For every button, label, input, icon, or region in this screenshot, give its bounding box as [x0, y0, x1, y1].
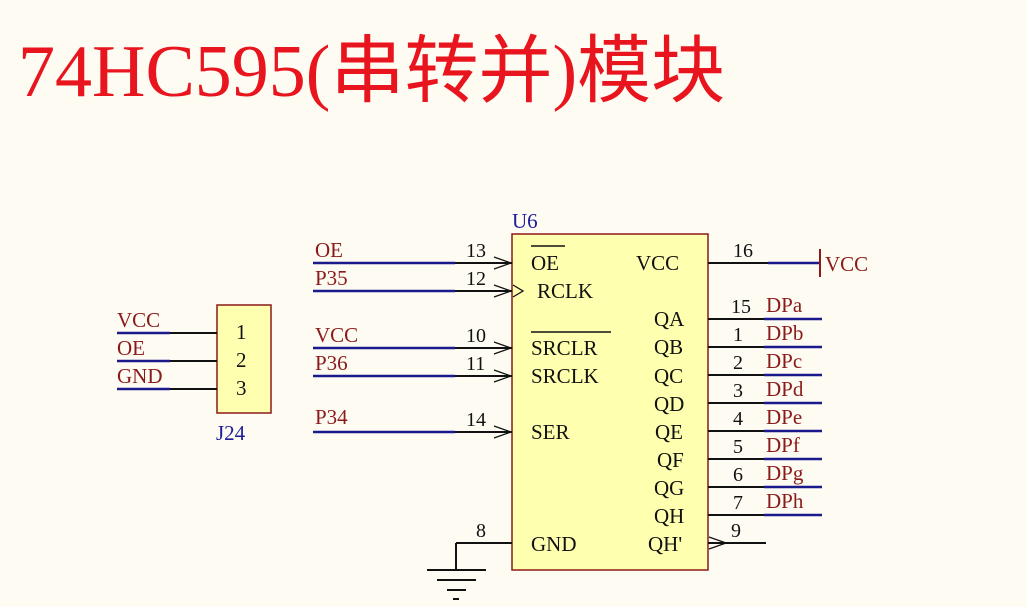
- net-label-oe: OE: [117, 336, 145, 360]
- pin1-number: 1: [733, 324, 743, 346]
- ic-u6: U6 OE 13 OE P35 12 RCLK VCC 10 SRCLR P36…: [313, 209, 868, 600]
- connector-body: [216, 304, 272, 414]
- pin-name-srclr: SRCLR: [531, 336, 598, 360]
- designator-j24: J24: [216, 421, 246, 445]
- j24-pin2-number: 2: [236, 348, 247, 372]
- net-label-dph: DPh: [766, 489, 804, 513]
- pin2-number: 2: [733, 352, 743, 374]
- pin16-number: 16: [733, 240, 753, 262]
- pin4-number: 4: [733, 408, 743, 430]
- net-label-vcc-out: VCC: [825, 252, 868, 276]
- net-label-dpd: DPd: [766, 377, 804, 401]
- pin-name-vcc: VCC: [636, 251, 679, 275]
- pin13-input-arrow: [493, 256, 513, 270]
- net-label-dpb: DPb: [766, 321, 803, 345]
- pin-name-qh-prime: QH': [648, 532, 682, 556]
- net-label-p36: P36: [315, 351, 348, 375]
- pin3-number: 3: [733, 380, 743, 402]
- pin13-number: 13: [466, 240, 486, 262]
- pin9-output-arrow: [708, 536, 728, 550]
- j24-pin1-number: 1: [236, 320, 247, 344]
- net-label-vcc-srclr: VCC: [315, 323, 358, 347]
- designator-u6: U6: [512, 209, 538, 233]
- net-label-dpf: DPf: [766, 433, 800, 457]
- pin-name-qd: QD: [654, 392, 684, 416]
- net-label-dpg: DPg: [766, 461, 804, 485]
- net-label-p34: P34: [315, 405, 348, 429]
- pin9-number: 9: [731, 520, 741, 542]
- pin12-number: 12: [466, 268, 486, 290]
- pin12-clock-symbol: [512, 284, 525, 298]
- pin-name-qa: QA: [654, 307, 685, 331]
- pin-name-qc: QC: [654, 364, 683, 388]
- j24-pin3-number: 3: [236, 376, 247, 400]
- page-title: 74HC595(串转并)模块: [18, 31, 725, 113]
- pin10-input-arrow: [493, 341, 513, 355]
- pin10-number: 10: [466, 325, 486, 347]
- pin14-number: 14: [466, 409, 486, 431]
- pin15-number: 15: [731, 296, 751, 318]
- net-label-dpe: DPe: [766, 405, 802, 429]
- pin-name-qf: QF: [657, 448, 684, 472]
- net-label-dpc: DPc: [766, 349, 802, 373]
- connector-j24: VCC OE GND 1 2 3 J24: [117, 304, 272, 445]
- pin11-input-arrow: [493, 369, 513, 383]
- ground-symbol-icon: [427, 543, 486, 600]
- pin-name-qb: QB: [654, 335, 683, 359]
- pin-name-ser: SER: [531, 420, 570, 444]
- pin-name-qh: QH: [654, 504, 684, 528]
- pin12-input-arrow: [493, 284, 513, 298]
- net-label-dpa: DPa: [766, 293, 803, 317]
- net-label-gnd: GND: [117, 364, 163, 388]
- pin-name-qe: QE: [655, 420, 683, 444]
- pin5-number: 5: [733, 436, 743, 458]
- net-label-p35: P35: [315, 266, 348, 290]
- pin14-input-arrow: [493, 425, 513, 439]
- pin-name-gnd: GND: [531, 532, 577, 556]
- pin-name-rclk: RCLK: [537, 279, 593, 303]
- pin-name-srclk: SRCLK: [531, 364, 599, 388]
- pin6-number: 6: [733, 464, 743, 486]
- pin7-number: 7: [733, 492, 743, 514]
- pin-name-oe: OE: [531, 251, 559, 275]
- net-label-vcc: VCC: [117, 308, 160, 332]
- pin8-number: 8: [476, 520, 486, 542]
- net-label-oe-in: OE: [315, 238, 343, 262]
- pin11-number: 11: [466, 353, 485, 375]
- pin-name-qg: QG: [654, 476, 684, 500]
